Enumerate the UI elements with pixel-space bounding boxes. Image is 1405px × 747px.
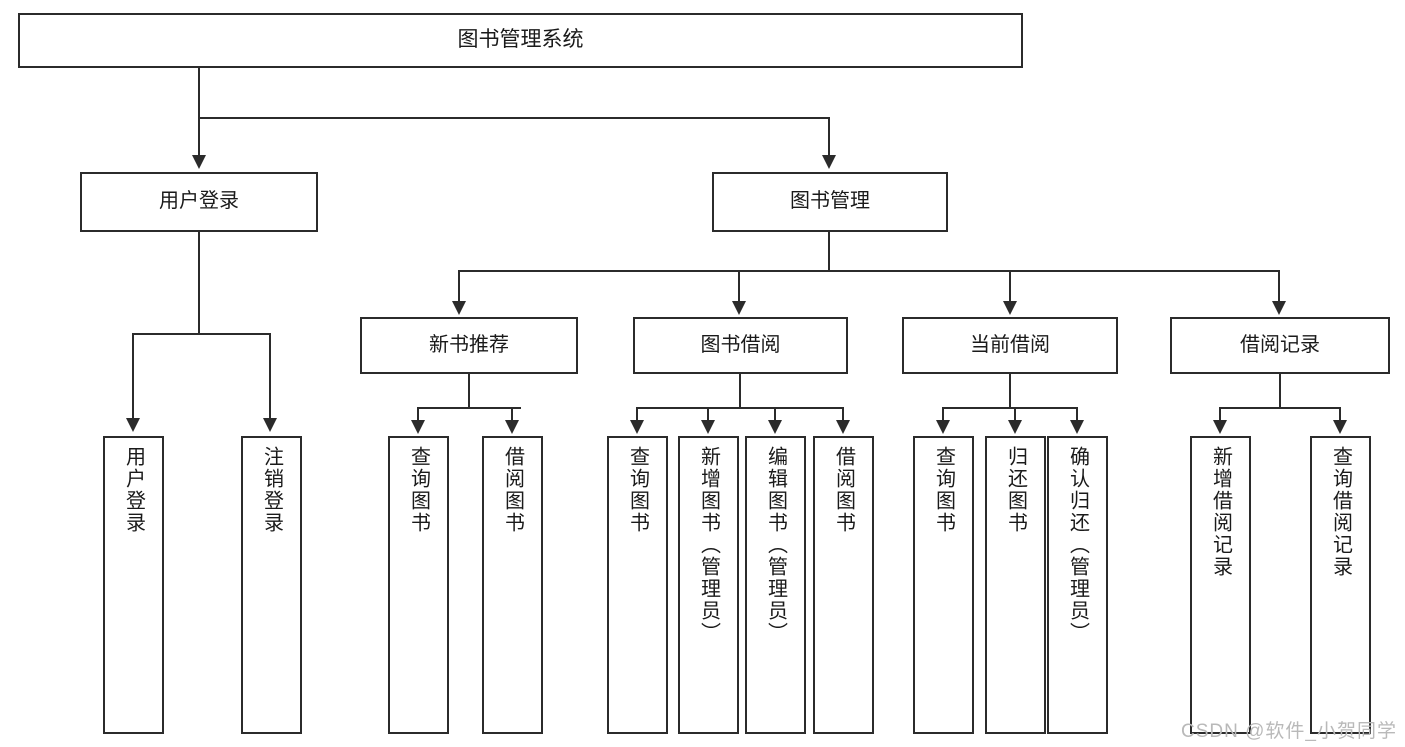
arrowhead-cb-to-leaf-1 bbox=[936, 420, 950, 434]
leaf-logout[interactable]: 注销登录 bbox=[241, 436, 302, 734]
connector-borrow-records-bus bbox=[1219, 407, 1341, 409]
connector-br-to-leaf-2 bbox=[1339, 407, 1341, 422]
connector-book-management-stem bbox=[828, 232, 830, 272]
connector-bm-to-book-borrow bbox=[738, 270, 740, 303]
connector-current-borrow-stem bbox=[1009, 374, 1011, 408]
node-label: 查询图书 bbox=[932, 446, 955, 534]
leaf-search-books-recommend[interactable]: 查询图书 bbox=[388, 436, 449, 734]
node-label: 借阅图书 bbox=[832, 446, 855, 534]
node-label: 当前借阅 bbox=[970, 333, 1050, 356]
connector-user-login-to-leaf-2 bbox=[269, 333, 271, 420]
node-book-management[interactable]: 图书管理 bbox=[712, 172, 948, 232]
node-book-management-system[interactable]: 图书管理系统 bbox=[18, 13, 1023, 68]
connector-user-login-bus bbox=[132, 333, 270, 335]
connector-user-login-stem bbox=[198, 232, 200, 334]
node-label: 归还图书 bbox=[1004, 446, 1027, 534]
arrowhead-bb-to-leaf-4 bbox=[836, 420, 850, 434]
leaf-edit-book-admin[interactable]: 编辑图书（管理员） bbox=[745, 436, 806, 734]
leaf-search-borrow-record[interactable]: 查询借阅记录 bbox=[1310, 436, 1371, 734]
node-label: 查询图书 bbox=[626, 446, 649, 534]
connector-root-bus bbox=[198, 117, 830, 119]
arrowhead-bm-to-new-book bbox=[452, 301, 466, 315]
connector-bm-to-new-book bbox=[458, 270, 460, 303]
arrowhead-cb-to-leaf-3 bbox=[1070, 420, 1084, 434]
arrowhead-user-login-to-leaf-1 bbox=[126, 418, 140, 432]
connector-user-login-to-leaf-1 bbox=[132, 333, 134, 420]
connector-bm-to-current-borrow bbox=[1009, 270, 1011, 303]
arrowhead-bb-to-leaf-2 bbox=[701, 420, 715, 434]
node-label: 查询图书 bbox=[407, 446, 430, 534]
node-label: 图书管理 bbox=[790, 190, 870, 213]
connector-root-stem bbox=[198, 68, 200, 118]
connector-bb-to-leaf-3 bbox=[774, 407, 776, 422]
node-borrow-records[interactable]: 借阅记录 bbox=[1170, 317, 1390, 374]
arrowhead-br-to-leaf-1 bbox=[1213, 420, 1227, 434]
node-label: 新书推荐 bbox=[429, 333, 509, 356]
node-label: 注销登录 bbox=[260, 446, 283, 534]
connector-new-book-to-leaf-1 bbox=[417, 407, 419, 422]
node-label: 借阅图书 bbox=[501, 446, 524, 534]
node-current-borrow[interactable]: 当前借阅 bbox=[902, 317, 1118, 374]
node-label: 借阅记录 bbox=[1240, 333, 1320, 356]
arrowhead-bm-to-borrow-records bbox=[1272, 301, 1286, 315]
leaf-add-book-admin[interactable]: 新增图书（管理员） bbox=[678, 436, 739, 734]
connector-root-to-book-management bbox=[828, 117, 830, 157]
connector-current-borrow-bus bbox=[942, 407, 1077, 409]
connector-bm-to-borrow-records bbox=[1278, 270, 1280, 303]
node-label: 编辑图书（管理员） bbox=[764, 446, 787, 644]
leaf-borrow-books[interactable]: 借阅图书 bbox=[813, 436, 874, 734]
arrowhead-root-to-user-login bbox=[192, 155, 206, 169]
connector-book-borrow-bus bbox=[636, 407, 844, 409]
connector-new-book-to-leaf-2 bbox=[511, 407, 513, 422]
arrowhead-bm-to-book-borrow bbox=[732, 301, 746, 315]
connector-new-book-stem bbox=[468, 374, 470, 408]
leaf-return-books[interactable]: 归还图书 bbox=[985, 436, 1046, 734]
arrowhead-new-book-to-leaf-1 bbox=[411, 420, 425, 434]
node-label: 用户登录 bbox=[122, 446, 145, 534]
arrowhead-user-login-to-leaf-2 bbox=[263, 418, 277, 432]
arrowhead-bb-to-leaf-1 bbox=[630, 420, 644, 434]
connector-bb-to-leaf-1 bbox=[636, 407, 638, 422]
node-label: 图书借阅 bbox=[700, 333, 781, 356]
connector-book-borrow-stem bbox=[739, 374, 741, 408]
connector-new-book-bus bbox=[417, 407, 521, 409]
connector-bb-to-leaf-2 bbox=[707, 407, 709, 422]
leaf-user-login[interactable]: 用户登录 bbox=[103, 436, 164, 734]
leaf-search-books-borrow[interactable]: 查询图书 bbox=[607, 436, 668, 734]
node-label: 用户登录 bbox=[159, 190, 239, 213]
arrowhead-bm-to-current-borrow bbox=[1003, 301, 1017, 315]
connector-br-to-leaf-1 bbox=[1219, 407, 1221, 422]
node-user-login[interactable]: 用户登录 bbox=[80, 172, 318, 232]
connector-cb-to-leaf-2 bbox=[1014, 407, 1016, 422]
arrowhead-bb-to-leaf-3 bbox=[768, 420, 782, 434]
arrowhead-cb-to-leaf-2 bbox=[1008, 420, 1022, 434]
csdn-watermark: CSDN @软件_小贺同学 bbox=[1181, 721, 1397, 742]
arrowhead-root-to-book-management bbox=[822, 155, 836, 169]
arrowhead-new-book-to-leaf-2 bbox=[505, 420, 519, 434]
connector-borrow-records-stem bbox=[1279, 374, 1281, 408]
node-label: 查询借阅记录 bbox=[1329, 446, 1352, 578]
node-book-borrow[interactable]: 图书借阅 bbox=[633, 317, 848, 374]
leaf-add-borrow-record[interactable]: 新增借阅记录 bbox=[1190, 436, 1251, 734]
node-label: 图书管理系统 bbox=[457, 28, 584, 52]
node-label: 新增借阅记录 bbox=[1209, 446, 1232, 578]
arrowhead-br-to-leaf-2 bbox=[1333, 420, 1347, 434]
node-label: 新增图书（管理员） bbox=[697, 446, 720, 644]
connector-root-to-user-login bbox=[198, 117, 200, 157]
node-label: 确认归还（管理员） bbox=[1066, 446, 1089, 644]
connector-cb-to-leaf-3 bbox=[1076, 407, 1078, 422]
node-new-book-recommend[interactable]: 新书推荐 bbox=[360, 317, 578, 374]
leaf-confirm-return-admin[interactable]: 确认归还（管理员） bbox=[1047, 436, 1108, 734]
connector-cb-to-leaf-1 bbox=[942, 407, 944, 422]
connector-bb-to-leaf-4 bbox=[842, 407, 844, 422]
leaf-borrow-books-recommend[interactable]: 借阅图书 bbox=[482, 436, 543, 734]
connector-book-management-bus bbox=[458, 270, 1280, 272]
leaf-search-books-current[interactable]: 查询图书 bbox=[913, 436, 974, 734]
